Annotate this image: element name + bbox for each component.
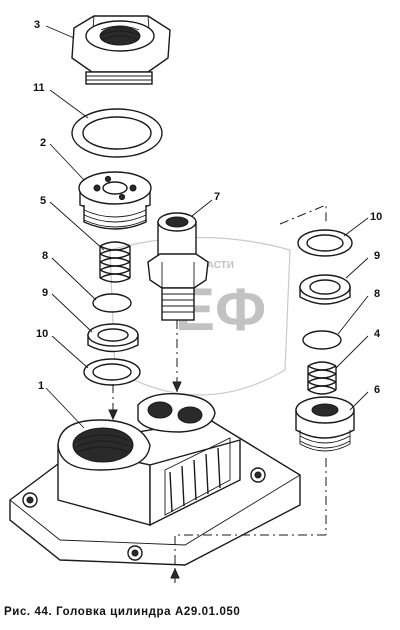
- callout-2: 2: [40, 137, 46, 149]
- part-11-gasket: [71, 108, 163, 158]
- figure-caption: Рис. 44. Головка цилиндра А29.01.050: [4, 606, 241, 618]
- part-4-spring-right: [307, 361, 337, 395]
- callout-4: 4: [374, 328, 381, 340]
- part-2-valve-seat: [78, 171, 152, 230]
- callout-6: 6: [374, 384, 380, 396]
- callout-labels: 3 11 2 5 8 9 10 1 7 10 9 8 4 6: [33, 19, 382, 396]
- part-8-disc-left: [92, 293, 132, 313]
- callout-1: 1: [38, 380, 44, 392]
- callout-8-left: 8: [42, 250, 48, 262]
- callout-11: 11: [33, 82, 45, 94]
- assembly-lines: [108, 204, 327, 585]
- callout-10-left: 10: [36, 328, 48, 340]
- exploded-parts-diagram: УРАЛ ЗАПЧАСТИ ЕФ: [9, 15, 382, 585]
- callout-5: 5: [40, 195, 46, 207]
- callout-leaders: [45, 25, 369, 429]
- part-5-spring-left: [99, 241, 131, 283]
- callout-9-left: 9: [42, 287, 48, 299]
- part-8-disc-right: [302, 330, 342, 350]
- callout-10-right: 10: [370, 211, 382, 223]
- part-3-hex-nut: [71, 15, 171, 85]
- part-9-seat-ring-right: [299, 274, 351, 305]
- part-6-plug: [295, 396, 355, 452]
- part-10-washer-right: [297, 229, 353, 257]
- callout-3: 3: [34, 19, 40, 31]
- callout-9-right: 9: [374, 250, 380, 262]
- callout-8-right: 8: [374, 288, 380, 300]
- callout-7: 7: [214, 191, 220, 203]
- part-10-washer-left: [83, 358, 141, 386]
- part-1-cylinder-head: [9, 393, 301, 566]
- part-9-seat-ring-left: [87, 323, 139, 353]
- part-7-union-fitting: [147, 212, 209, 321]
